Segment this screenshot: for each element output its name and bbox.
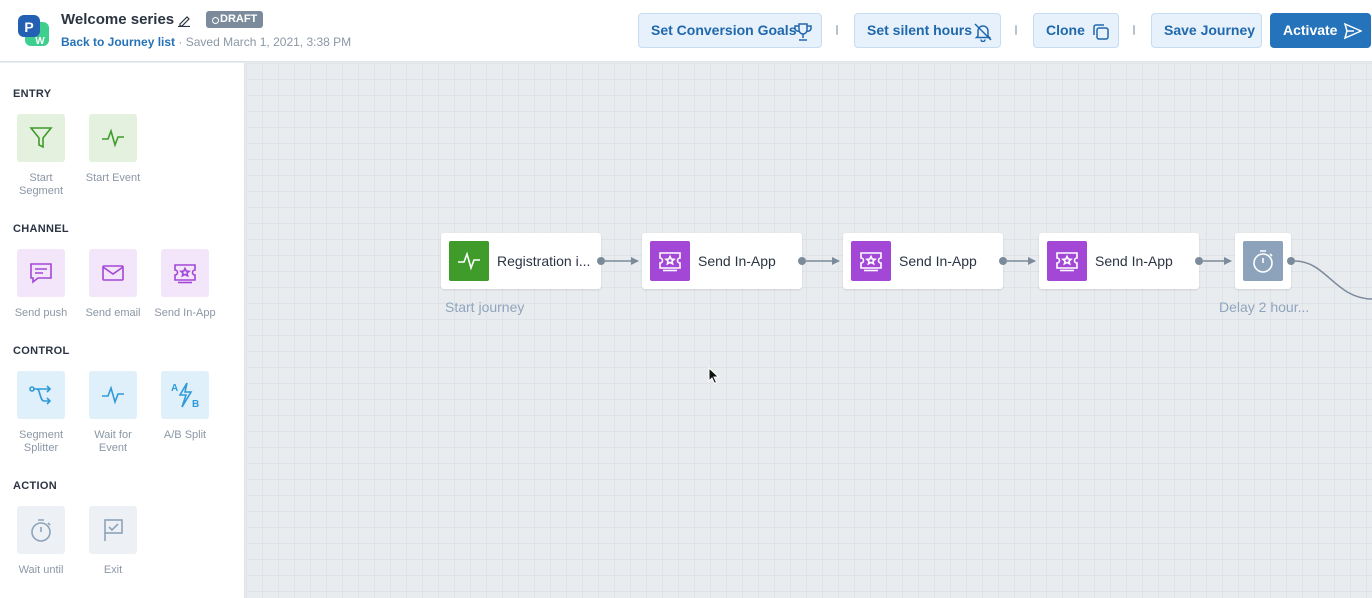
journey-node-send-in-app[interactable]: Send In-App (1039, 233, 1203, 289)
pulse-icon (102, 385, 124, 405)
section-control: CONTROL (13, 345, 70, 357)
tool-label: Send email (85, 307, 141, 319)
divider (1015, 25, 1017, 35)
output-port[interactable] (999, 257, 1007, 265)
divider (1133, 25, 1135, 35)
stopwatch-icon (1253, 250, 1273, 273)
section-channel: CHANNEL (13, 223, 69, 235)
output-port[interactable] (597, 257, 605, 265)
tool-label: Event (98, 442, 128, 454)
status-badge: DRAFT (206, 11, 264, 28)
journey-node-send-in-app[interactable]: Send In-App (843, 233, 1007, 289)
output-port[interactable] (798, 257, 806, 265)
journey-node-delay[interactable] (1235, 233, 1295, 289)
node-label: Send In-App (1095, 253, 1173, 269)
output-port[interactable] (1195, 257, 1203, 265)
tool-label: Segment (18, 185, 64, 197)
pulse-icon (102, 128, 124, 148)
tool-label: A/B Split (163, 429, 207, 441)
set-silent-hours-button[interactable]: Set silent hours (854, 13, 1001, 48)
save-journey-button[interactable]: Save Journey (1151, 13, 1262, 48)
tool-start-event[interactable]: Start Event (77, 114, 149, 185)
split-arrows-icon (29, 385, 52, 405)
pushwoosh-logo-icon: P W (18, 15, 49, 47)
filter-funnel-icon (29, 127, 53, 149)
tool-ab-split[interactable]: A B A/B Split (149, 371, 221, 442)
tool-label: Send In-App (154, 307, 216, 319)
tool-label: Segment (18, 429, 64, 441)
journey-canvas[interactable]: Registration i... Start journey Send In-… (246, 63, 1372, 598)
pulse-icon (458, 251, 480, 271)
tool-send-email[interactable]: Send email (77, 249, 149, 320)
envelope-icon (102, 265, 124, 281)
top-bar: P W Welcome series DRAFT Back to Journey… (0, 0, 1372, 62)
svg-text:W: W (35, 36, 45, 47)
mouse-cursor-icon (708, 367, 720, 385)
bell-off-icon (974, 23, 992, 42)
svg-text:A: A (171, 383, 178, 394)
back-to-journey-list-link[interactable]: Back to Journey list (61, 35, 176, 49)
node-label: Send In-App (698, 253, 776, 269)
node-label: Registration i... (497, 253, 591, 269)
svg-text:P: P (24, 19, 33, 35)
svg-text:B: B (192, 399, 199, 410)
send-arrow-icon (1344, 22, 1362, 40)
section-entry: ENTRY (13, 88, 52, 100)
breadcrumb: Back to Journey list · Saved March 1, 20… (61, 35, 351, 49)
journey-node-send-in-app[interactable]: Send In-App (642, 233, 806, 289)
node-caption[interactable]: Delay 2 hour... (1219, 299, 1310, 315)
journey-title[interactable]: Welcome series (61, 11, 175, 28)
in-app-ticket-icon (659, 252, 681, 272)
journey-node-start-event[interactable]: Registration i... (441, 233, 605, 289)
activate-button[interactable]: Activate (1270, 13, 1371, 48)
tool-label: Wait for (94, 429, 132, 441)
connector-curve (1294, 260, 1372, 300)
copy-icon (1093, 24, 1109, 40)
clone-button[interactable]: Clone (1033, 13, 1119, 48)
in-app-ticket-icon (1056, 252, 1078, 272)
tool-label: Start Event (85, 172, 141, 184)
set-conversion-goals-button[interactable]: Set Conversion Goals (638, 13, 822, 48)
node-label: Send In-App (899, 253, 977, 269)
output-port[interactable] (1287, 257, 1295, 265)
saved-timestamp: · Saved March 1, 2021, 3:38 PM (178, 35, 352, 49)
section-action: ACTION (13, 480, 57, 492)
finish-flag-icon (104, 519, 123, 541)
ab-split-icon: A B (171, 382, 199, 410)
edit-pencil-icon[interactable] (177, 13, 191, 27)
chat-message-icon (30, 263, 52, 284)
tool-label: Exit (103, 564, 123, 576)
tool-label: Start (29, 172, 53, 184)
tool-exit[interactable]: Exit (77, 506, 149, 577)
divider (836, 25, 838, 35)
stopwatch-icon (31, 519, 51, 542)
flow-connectors (605, 257, 1372, 300)
in-app-ticket-icon (860, 252, 882, 272)
tool-label: Send push (14, 307, 68, 319)
tool-label: Wait until (18, 564, 64, 576)
tool-send-in-app[interactable]: Send In-App (149, 249, 221, 320)
tool-wait-until[interactable]: Wait until (5, 506, 77, 577)
in-app-ticket-icon (174, 264, 196, 284)
node-caption[interactable]: Start journey (445, 299, 525, 315)
tool-label: Splitter (23, 442, 59, 454)
tool-send-push[interactable]: Send push (5, 249, 77, 320)
trophy-icon (794, 23, 812, 41)
